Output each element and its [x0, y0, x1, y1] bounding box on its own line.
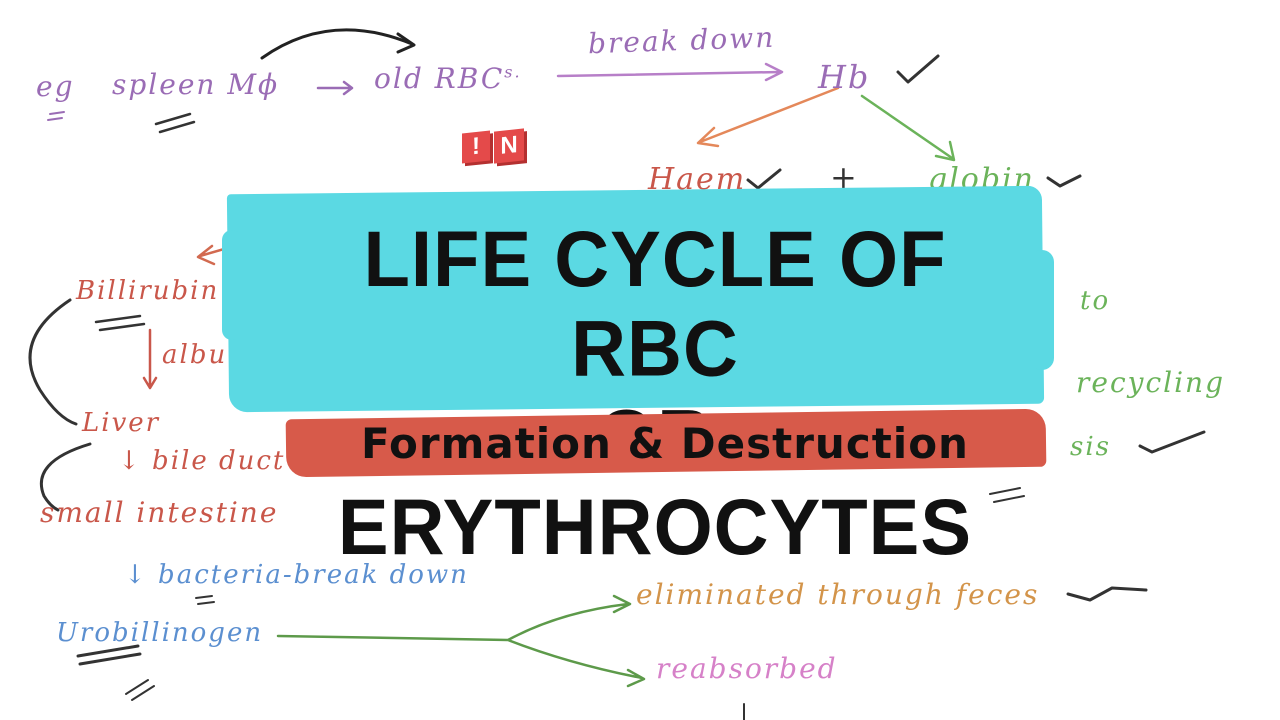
curve-liver-intestine: [39, 442, 92, 512]
note-small-intestine: small intestine: [40, 496, 279, 529]
note-eliminated: eliminated through feces: [636, 578, 1040, 611]
title-line-1: LIFE CYCLE OF RBC: [363, 215, 947, 393]
tick-globin: [1046, 174, 1082, 188]
note-eg: eg: [36, 70, 75, 103]
arrow-hb-to-globin: [860, 94, 956, 162]
arrow-urobillinogen-split: [276, 594, 646, 688]
underline-eg: [47, 111, 65, 121]
page-title: LIFE CYCLE OF RBC OR ERYTHROCYTES: [300, 215, 1010, 573]
note-to: to: [1080, 286, 1111, 316]
curved-arrow-top-head: [396, 32, 416, 54]
tick-haem: [746, 168, 782, 190]
note-old-rbcs: old RBCs.: [374, 62, 522, 95]
tick-hb: [896, 54, 940, 84]
note-hb: Hb: [818, 58, 871, 96]
underline-spleen: [154, 112, 196, 134]
page-subtitle: Formation & Destruction: [361, 419, 969, 468]
note-bacteria: ↓ bacteria-break down: [124, 560, 469, 590]
note-recycling: recycling: [1076, 366, 1226, 399]
tick-sis: [1138, 430, 1206, 454]
logo-n-mark: N: [494, 128, 524, 164]
logo-exclaim-mark: !: [462, 130, 490, 164]
arrow-hb-to-haem: [696, 86, 840, 148]
note-sis: sis: [1070, 432, 1112, 462]
note-spleen: spleen Mϕ: [112, 68, 280, 101]
underline-sis: [989, 487, 1025, 503]
note-reabsorbed: reabsorbed: [656, 652, 838, 685]
note-urobillinogen: Urobillinogen: [56, 618, 264, 648]
banner-brush-edge-right: [1030, 250, 1054, 370]
tick-feces: [1066, 586, 1148, 602]
underline-uro2: [125, 679, 155, 701]
note-billirubin: Billirubin: [76, 276, 220, 306]
note-break-down: break down: [587, 20, 776, 61]
curved-arrow-top: [260, 28, 414, 60]
note-old-rbcs-text: old RBC: [374, 62, 505, 95]
channel-logo: ! N: [462, 128, 528, 164]
underline-bacteria: [195, 595, 215, 605]
underline-billirubin: [94, 314, 146, 332]
note-bile-duct: ↓ bile duct: [118, 446, 286, 476]
title-line-2: OR ERYTHROCYTES: [337, 394, 973, 572]
note-old-rbcs-sup: s.: [504, 62, 522, 82]
arrow-breakdown: [556, 62, 784, 82]
curve-billirubin-liver: [28, 298, 78, 426]
note-liver: Liver: [82, 408, 161, 438]
arrow-spleen-to-rbc: [316, 80, 354, 96]
banner-brush-edge-left: [222, 230, 242, 340]
note-albumin: albu: [162, 340, 228, 370]
arrow-albumin: [142, 328, 158, 390]
underline-uro: [76, 644, 142, 666]
